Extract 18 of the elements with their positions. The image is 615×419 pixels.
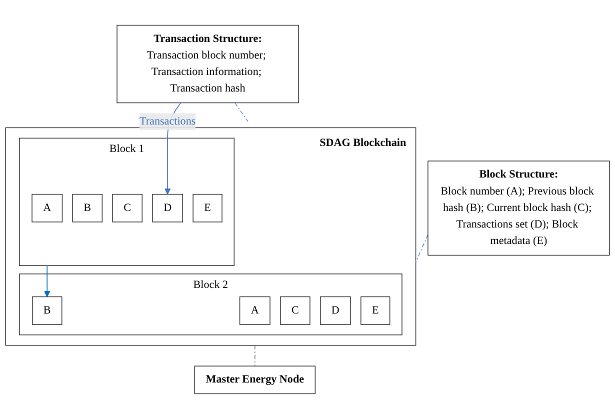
connector: [234, 102, 248, 122]
node-box: C: [280, 296, 310, 325]
connector: [254, 344, 256, 366]
node-box: B: [72, 194, 102, 222]
node-box: Master Energy Node: [194, 366, 316, 394]
node-box: D: [320, 296, 351, 325]
node-box: Block Structure: Block number (A); Previous block hash (B); Current block hash (C); Transactions set (D); Block metadata (E): [428, 160, 610, 256]
node-box: C: [112, 194, 142, 222]
node-box: Transaction Structure: Transaction block number; Transaction information; Transaction hash: [116, 24, 299, 104]
arrow: [44, 265, 50, 298]
node-box: D: [152, 194, 184, 222]
node-box: A: [32, 194, 63, 222]
connector: [415, 234, 428, 262]
node-box: A: [239, 296, 270, 325]
node-box: B: [32, 296, 62, 325]
node-box: E: [192, 194, 222, 222]
node-box: E: [360, 296, 390, 325]
edge-label: Transactions: [139, 115, 196, 128]
